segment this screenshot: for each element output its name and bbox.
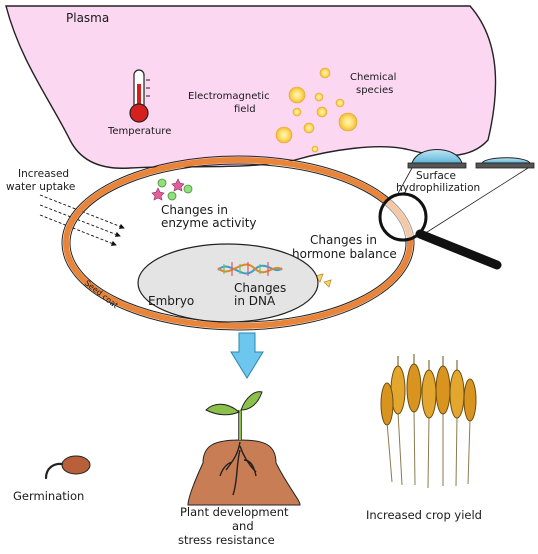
plant-development-line1: Plant development — [180, 505, 289, 519]
bubble — [316, 106, 328, 118]
wheat-icon — [380, 354, 477, 489]
hormone-balance-line2: hormone balance — [292, 247, 397, 261]
enzyme-activity-line2: enzyme activity — [161, 216, 257, 230]
seed-coat-label: Seed coat — [83, 278, 120, 310]
germination-label: Germination — [13, 489, 84, 503]
em-field-label-line2: field — [234, 104, 256, 115]
thermometer-icon — [129, 69, 150, 123]
enzyme-icons — [151, 178, 193, 201]
plant-development-line3: stress resistance — [178, 533, 275, 547]
hydrophobic-droplet-icon — [407, 149, 467, 169]
chemical-species-line1: Chemical — [350, 72, 396, 83]
hydrophilic-droplet-icon — [475, 157, 535, 169]
bubble — [319, 67, 331, 79]
dna-changes-line1: Changes — [234, 281, 286, 295]
bubble — [288, 86, 306, 104]
bubble — [311, 145, 319, 153]
bubble — [275, 126, 293, 144]
bubble — [335, 98, 345, 108]
water-uptake-line1: Increased — [18, 168, 69, 180]
plasma-cloud — [5, 5, 497, 169]
surface-hydrophilization-line2: hydrophilization — [396, 182, 480, 194]
magnifying-glass-icon — [378, 192, 502, 270]
water-uptake-line2: water uptake — [6, 181, 75, 193]
down-arrow-icon — [230, 332, 264, 379]
crop-yield-label: Increased crop yield — [366, 508, 482, 522]
enzyme-activity-line1: Changes in — [161, 203, 228, 217]
hormone-balance-line1: Changes in — [310, 233, 377, 247]
dna-icon — [217, 262, 283, 276]
germinating-seed-icon — [44, 455, 91, 480]
em-field-label-line1: Electromagnetic — [188, 91, 270, 102]
chemical-species-bubbles — [275, 67, 358, 153]
plant-seedling-icon — [187, 391, 301, 506]
plasma-title: Plasma — [66, 11, 109, 25]
temperature-label: Temperature — [107, 126, 171, 137]
surface-hydrophilization-line1: Surface — [416, 170, 456, 182]
bubble — [314, 92, 324, 102]
bubble — [292, 107, 302, 117]
dna-changes-line2: in DNA — [234, 294, 276, 308]
plant-development-line2: and — [232, 519, 254, 533]
embryo-label: Embryo — [148, 294, 194, 308]
bubble — [303, 122, 315, 134]
seed-coat — [63, 157, 413, 329]
bubble — [338, 112, 358, 132]
embryo — [137, 243, 319, 323]
chemical-species-line2: species — [356, 85, 393, 96]
